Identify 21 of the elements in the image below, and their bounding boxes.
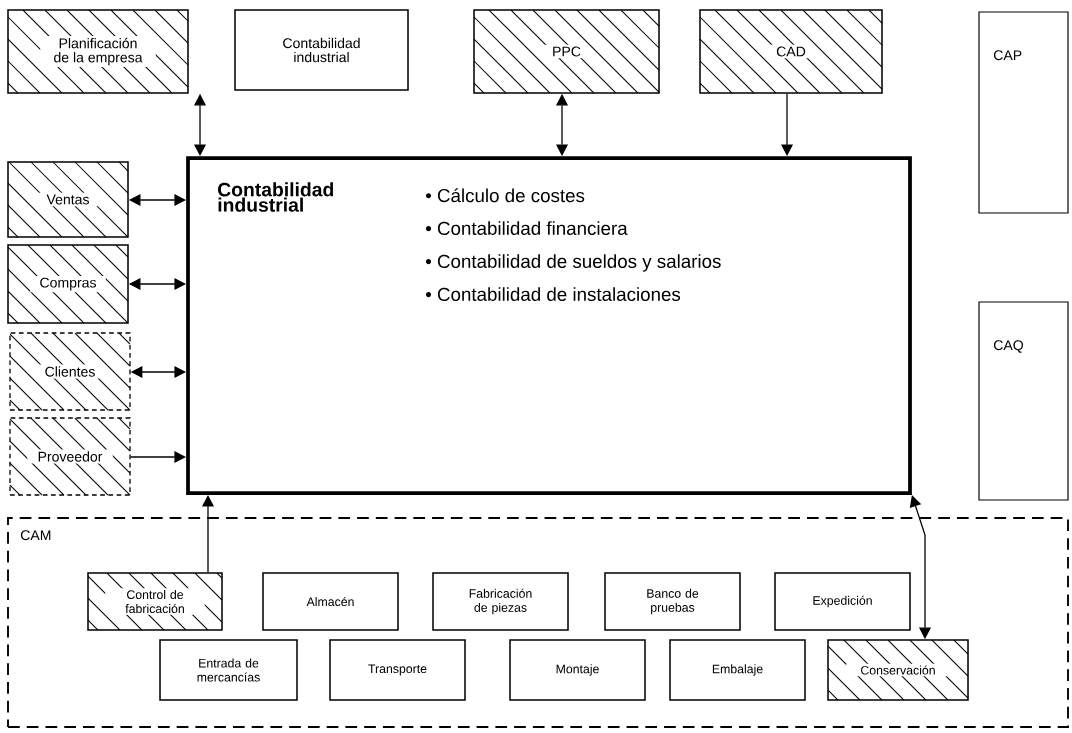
hatched-box: Ventas (7, 161, 129, 238)
dashed-hatched-box: Proveedor (9, 417, 131, 496)
side-box: CAQ (978, 301, 1069, 501)
process-box: Montaje (509, 639, 646, 701)
dashed-hatched-box: Clientes (9, 332, 131, 411)
hatched-box: Planificación de la empresa (7, 9, 189, 94)
hatched-box: CAD (699, 9, 883, 94)
process-box: Entrada de mercancías (159, 639, 298, 701)
process-box: Contabilidad industrial (234, 9, 409, 91)
process-box: Fabricación de piezas (432, 572, 569, 631)
process-box: Expedición (774, 572, 911, 631)
main-process-box: Contabilidad industrial • Cálculo de costes • Contabilidad financiera • Contabilidad de sueldos y salarios • Contabilidad de instalaciones (186, 156, 912, 495)
hatched-box: Compras (7, 244, 129, 324)
hatched-box: PPC (473, 9, 660, 94)
process-box: Embalaje (669, 639, 806, 701)
process-box: Banco de pruebas (604, 572, 741, 631)
process-box: Transporte (329, 639, 466, 701)
side-box: CAP (978, 11, 1069, 214)
hatched-box: Control de fabricación (87, 572, 223, 631)
hatched-box: Conservación (827, 639, 969, 701)
process-box: Almacén (262, 572, 399, 631)
